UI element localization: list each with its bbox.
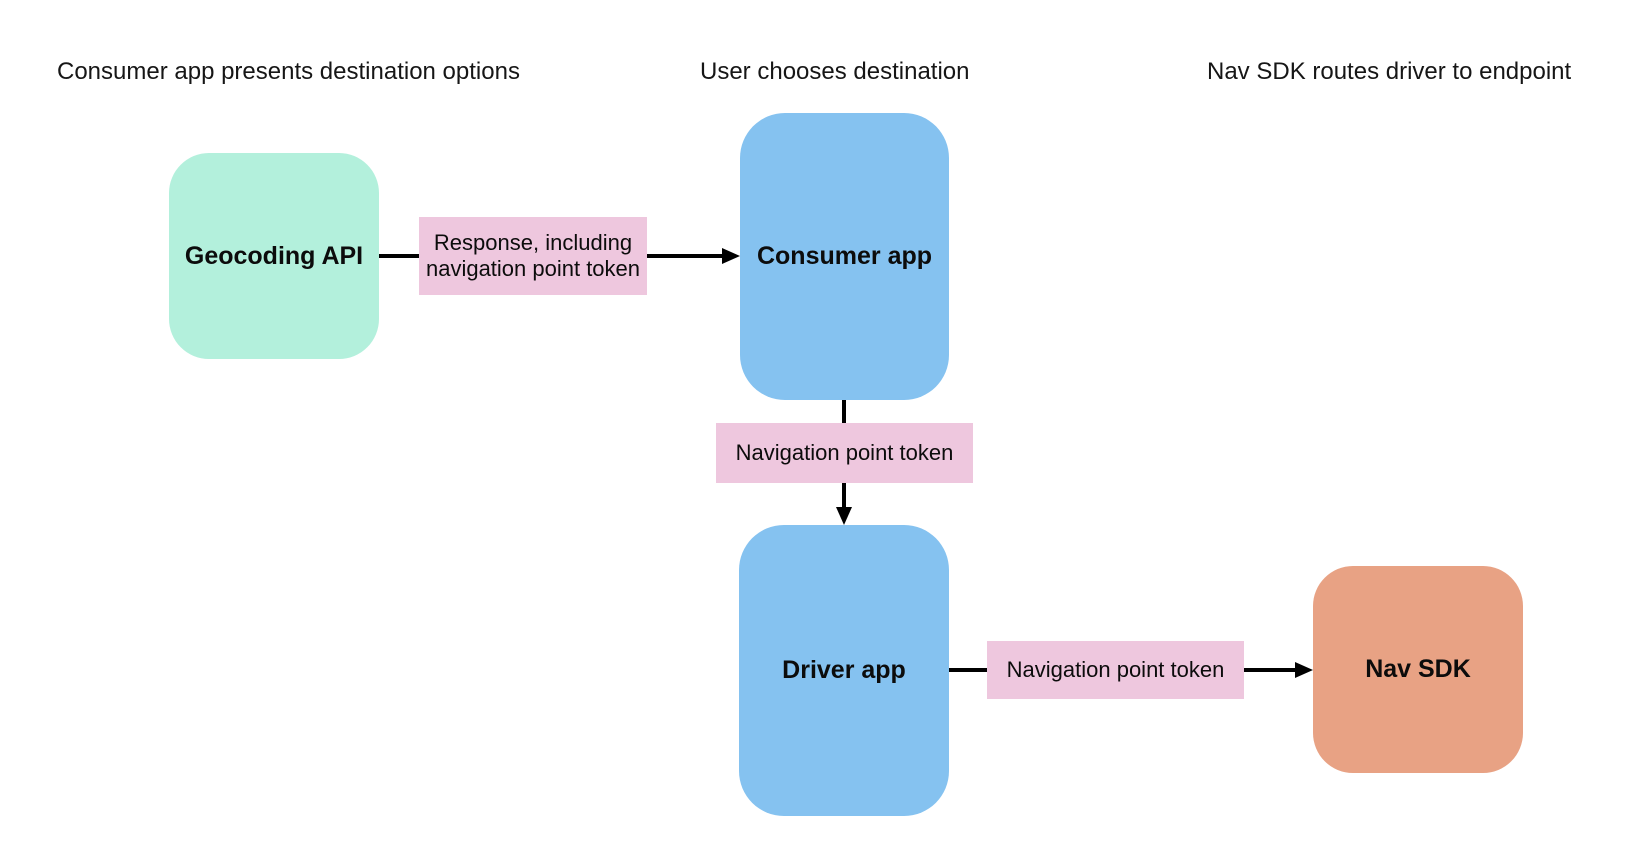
lane-header-navsdk-routes: Nav SDK routes driver to endpoint (1207, 58, 1572, 85)
node-nav-sdk-label: Nav SDK (1365, 655, 1471, 683)
node-consumer-app: Consumer app (740, 113, 949, 400)
node-driver-app-label: Driver app (782, 656, 906, 684)
edge-label-navigation-point-token-2: Navigation point token (987, 641, 1244, 699)
node-consumer-app-label: Consumer app (756, 242, 933, 270)
edge-label-navigation-point-token-1: Navigation point token (716, 423, 973, 483)
lane-header-consumer-presents: Consumer app presents destination option… (57, 58, 520, 85)
node-geocoding-api-label: Geocoding API (184, 241, 364, 270)
edge-label-navigation-point-token-2-text: Navigation point token (1006, 657, 1225, 682)
node-driver-app: Driver app (739, 525, 949, 816)
node-nav-sdk: Nav SDK (1313, 566, 1523, 773)
node-geocoding-api: Geocoding API (169, 153, 379, 359)
edge-label-navigation-point-token-1-text: Navigation point token (735, 440, 954, 465)
edge-label-response-including-token-text: Response, including navigation point tok… (425, 230, 641, 281)
lane-header-user-chooses: User chooses destination (700, 58, 970, 85)
edge-label-response-including-token: Response, including navigation point tok… (419, 217, 647, 295)
